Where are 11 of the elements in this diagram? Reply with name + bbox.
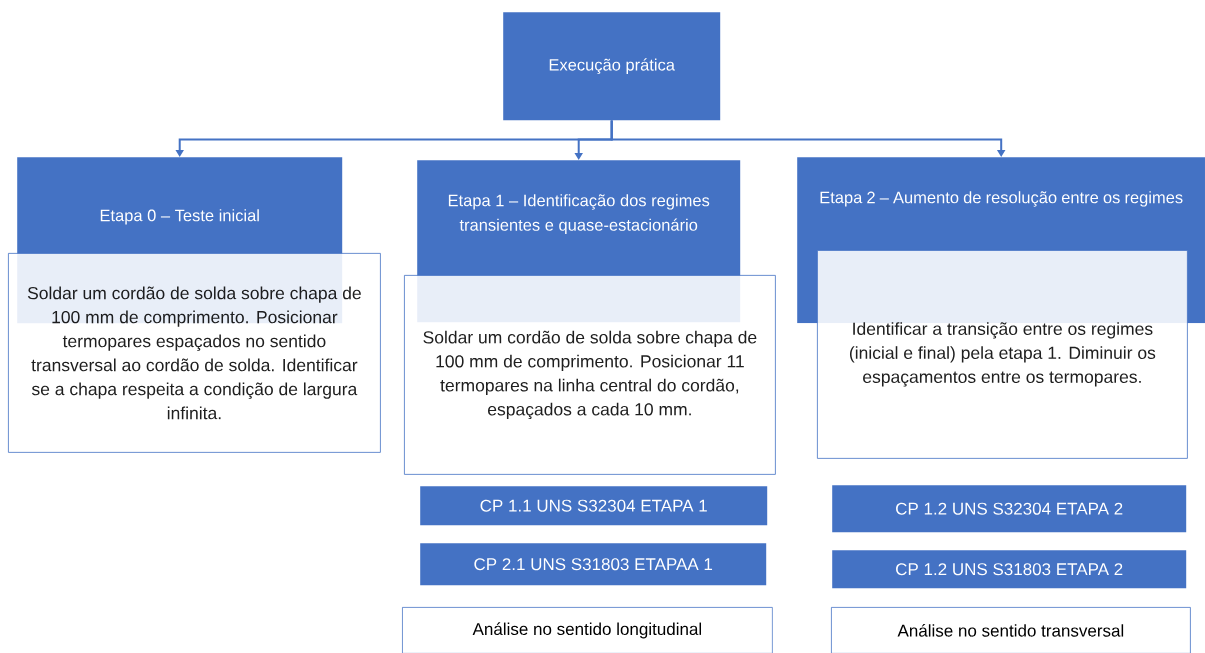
label-bar: CP 2.1 UNS S31803 ETAPAA 1	[420, 543, 767, 586]
label-bar: CP 1.2 UNS S32304 ETAPA 2	[832, 485, 1187, 533]
label-bar: CP 1.1 UNS S32304 ETAPA 1	[420, 486, 768, 526]
note-box: Análise no sentido longitudinal	[402, 607, 773, 653]
note-box: Análise no sentido transversal	[831, 607, 1191, 653]
label-bar: CP 1.2 UNS S31803 ETAPA 2	[832, 550, 1187, 589]
description-box: Identificar a transição entre os regimes (inicial e final) pela etapa 1. Diminuir os espaçamentos entre os termopares.	[817, 250, 1188, 459]
description-box: Soldar um cordão de solda sobre chapa de 100 mm de comprimento. Posicionar termopares espaçados no sentido transversal ao cordão de solda. Identificar se a chapa respeita a condição de largura infinita.	[8, 253, 381, 453]
description-box: Soldar um cordão de solda sobre chapa de 100 mm de comprimento. Posicionar 11 termopares na linha central do cordão, espaçados a cada 10 mm.	[404, 275, 776, 475]
arrow	[610, 119, 1006, 157]
process-box: Execução prática	[503, 12, 721, 121]
